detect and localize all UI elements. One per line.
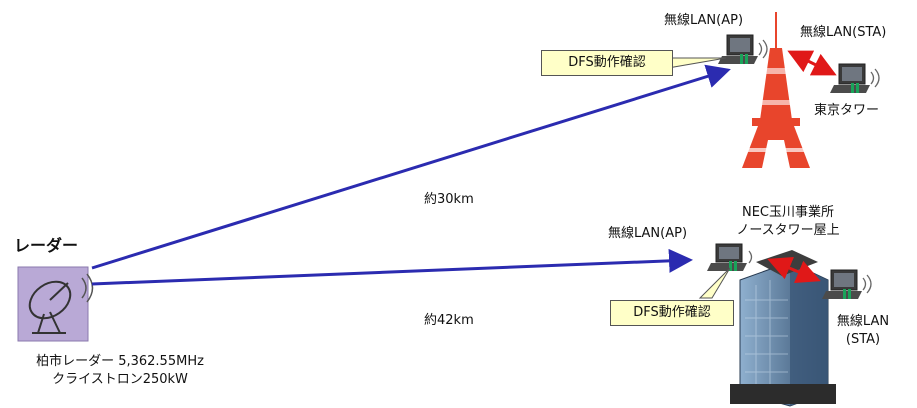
callout-pointer-nec	[698, 267, 731, 299]
signal-arrow-to-nec	[91, 248, 693, 286]
nec-building-icon	[730, 250, 836, 407]
callout-pointer-tokyo	[667, 57, 727, 69]
nec-dfs-callout: DFS動作確認	[610, 300, 734, 326]
laptop-sta-tokyo-icon	[830, 63, 880, 93]
link-arrow-nec	[767, 257, 821, 283]
radar-caption-line1: 柏市レーダー 5,362.55MHz	[36, 354, 204, 369]
nec-sta-label-line1: 無線LAN	[836, 314, 890, 329]
radar-caption-line2: クライストロン250kW	[52, 372, 188, 387]
nec-ap-label: 無線LAN(AP)	[608, 226, 688, 241]
tokyo-tower-icon	[740, 12, 812, 168]
distance-label-tokyo: 約30km	[424, 192, 474, 207]
signal-arrow-to-tokyo-tower	[91, 64, 731, 270]
tokyo-site-name: 東京タワー	[814, 103, 880, 118]
tokyo-sta-label: 無線LAN(STA)	[800, 25, 887, 40]
laptop-ap-nec-icon	[707, 243, 753, 271]
nec-site-name-line2: ノースタワー屋上	[736, 223, 840, 238]
radar-title: レーダー	[14, 236, 79, 255]
nec-sta-label-line2: (STA)	[845, 332, 881, 347]
nec-site-name-line1: NEC玉川事業所	[741, 205, 835, 220]
laptop-ap-tokyo-icon	[718, 34, 768, 64]
laptop-sta-nec-icon	[822, 269, 872, 299]
tokyo-dfs-callout: DFS動作確認	[541, 50, 673, 76]
link-arrow-tokyo	[787, 50, 837, 76]
tokyo-ap-label: 無線LAN(AP)	[664, 13, 744, 28]
radar-dish-icon	[17, 266, 94, 342]
distance-label-nec: 約42km	[424, 313, 474, 328]
